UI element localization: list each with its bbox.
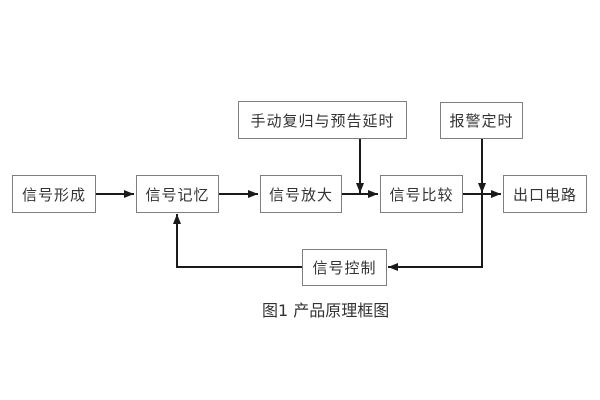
box-outlet-circuit: 出口电路 [503,175,587,213]
box-signal-amplification: 信号放大 [260,175,342,213]
box-signal-control: 信号控制 [302,249,387,286]
box-alarm-timing: 报警定时 [440,102,523,139]
arrow-signal-control-to-memory [173,214,302,268]
box-signal-comparison: 信号比较 [380,175,463,213]
box-manual-reset-delay: 手动复归与预告延时 [238,101,407,139]
box-signal-memory: 信号记忆 [136,175,219,213]
figure-caption: 图1 产品原理框图 [262,301,390,320]
box-signal-formation: 信号形成 [12,175,96,213]
